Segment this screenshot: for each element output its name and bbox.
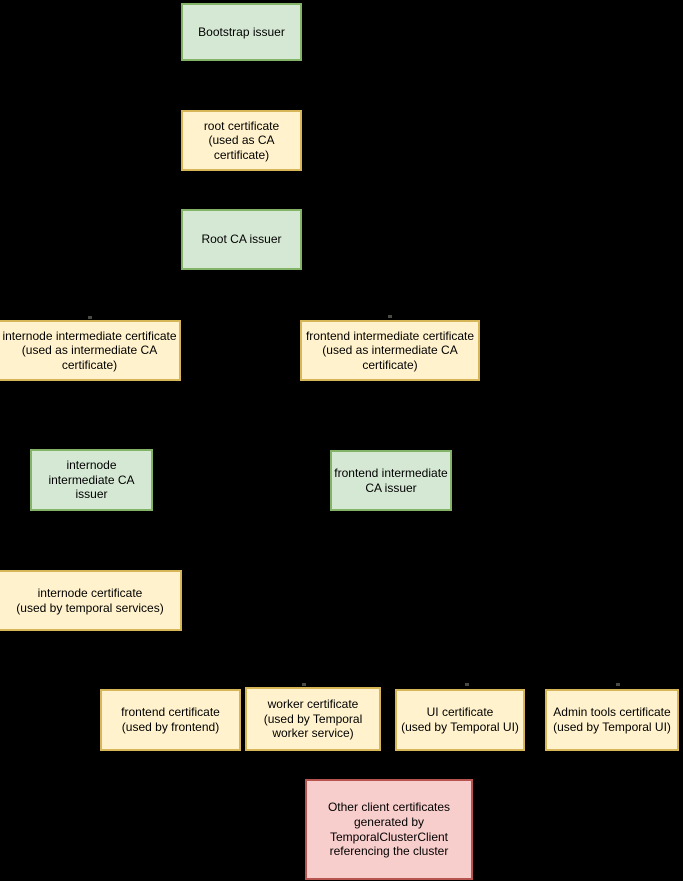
- node-label: internode intermediate certificate (used…: [2, 328, 177, 372]
- connector-stub: [616, 683, 620, 686]
- node-internode-certificate: internode certificate (used by temporal …: [0, 570, 182, 631]
- node-label: frontend certificate (used by frontend): [121, 705, 220, 734]
- node-internode-intermediate-certificate: internode intermediate certificate (used…: [0, 320, 181, 381]
- node-root-certificate: root certificate (used as CA certificate…: [181, 110, 302, 171]
- node-bootstrap-issuer: Bootstrap issuer: [181, 3, 302, 61]
- node-frontend-certificate: frontend certificate (used by frontend): [100, 689, 241, 751]
- node-label: Bootstrap issuer: [198, 24, 285, 39]
- node-label: frontend intermediate CA issuer: [334, 465, 448, 495]
- node-ui-certificate: UI certificate (used by Temporal UI): [395, 689, 525, 751]
- node-internode-intermediate-ca-issuer: internode intermediate CA issuer: [30, 449, 153, 511]
- node-worker-certificate: worker certificate (used by Temporal wor…: [245, 687, 381, 751]
- connector-stub: [465, 683, 469, 686]
- node-other-client-certificates: Other client certificates generated by T…: [305, 779, 473, 880]
- node-label: Root CA issuer: [201, 232, 282, 247]
- node-label: frontend intermediate certificate (used …: [305, 328, 475, 372]
- node-label: UI certificate (used by Temporal UI): [401, 705, 519, 734]
- node-label: internode intermediate CA issuer: [48, 458, 135, 502]
- node-admin-tools-certificate: Admin tools certificate (used by Tempora…: [545, 689, 679, 751]
- node-label: Other client certificates generated by T…: [327, 800, 451, 859]
- node-label: internode certificate (used by temporal …: [16, 585, 164, 615]
- connector-stub: [388, 315, 392, 318]
- connector-stub: [88, 316, 92, 319]
- node-label: worker certificate (used by Temporal wor…: [263, 697, 363, 741]
- node-label: Admin tools certificate (used by Tempora…: [553, 705, 671, 734]
- node-frontend-intermediate-certificate: frontend intermediate certificate (used …: [300, 320, 480, 381]
- node-root-ca-issuer: Root CA issuer: [181, 209, 302, 270]
- connector-stub: [302, 683, 306, 686]
- node-label: root certificate (used as CA certificate…: [203, 118, 280, 162]
- node-frontend-intermediate-ca-issuer: frontend intermediate CA issuer: [330, 450, 452, 511]
